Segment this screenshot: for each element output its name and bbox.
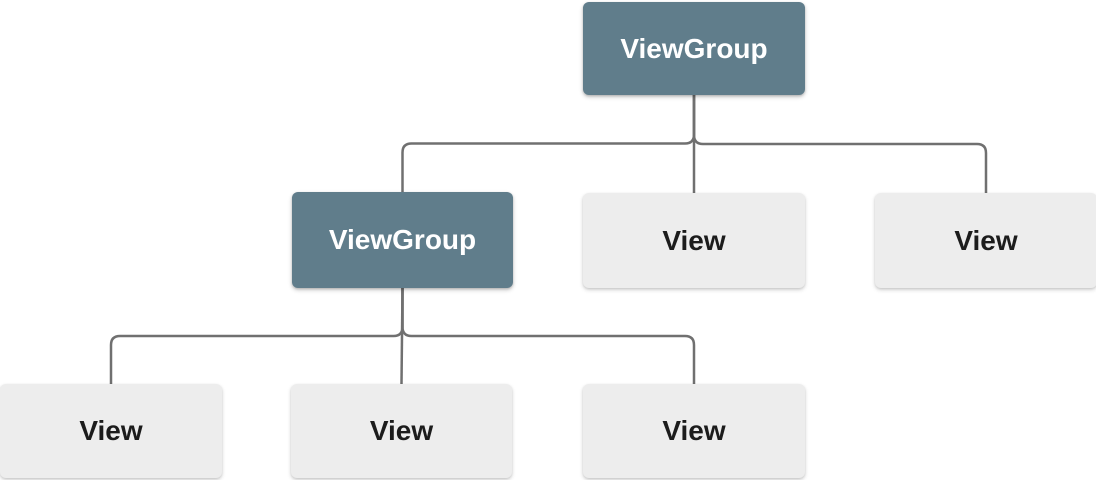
node-child-view-1: View: [583, 193, 805, 288]
node-child-viewgroup: ViewGroup: [292, 192, 513, 288]
connector-edge: [692, 95, 988, 193]
node-label: ViewGroup: [328, 224, 477, 255]
node-grandchild-view-3: View: [583, 384, 805, 478]
node-grandchild-view-2: View: [291, 384, 512, 478]
connector-edge: [401, 288, 696, 384]
node-label: View: [662, 415, 726, 446]
connector-edge: [401, 95, 696, 192]
node-grandchild-view-1: View: [0, 384, 222, 478]
node-label: ViewGroup: [620, 32, 768, 64]
node-label: View: [954, 224, 1018, 256]
node-label: View: [662, 224, 726, 256]
node-root-viewgroup: ViewGroup: [583, 2, 805, 95]
connector-edge: [109, 288, 404, 384]
node-label: View: [79, 415, 143, 446]
node-child-view-2: View: [875, 193, 1096, 288]
node-label: View: [369, 415, 434, 446]
